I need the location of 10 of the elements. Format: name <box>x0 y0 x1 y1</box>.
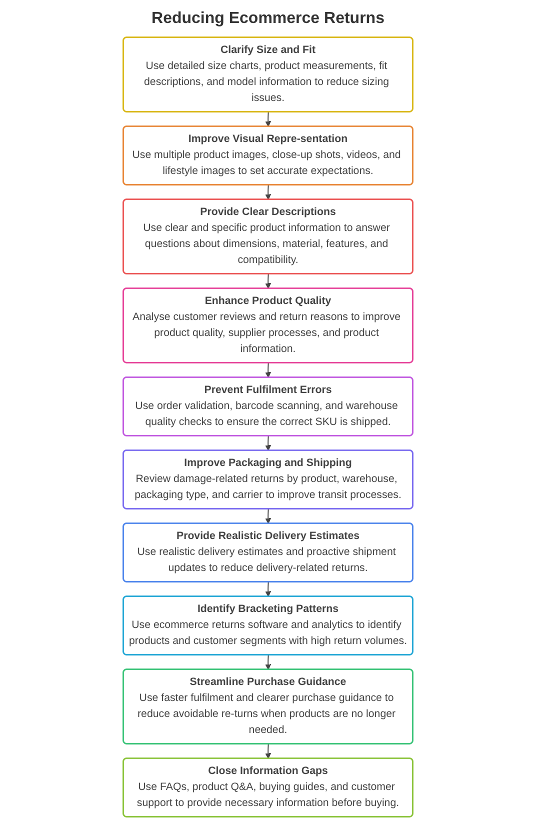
arrow <box>265 435 272 451</box>
arrow <box>265 654 272 670</box>
arrow <box>265 362 272 378</box>
diagram-title: Reducing Ecommerce Returns <box>150 10 386 28</box>
arrow <box>265 112 272 127</box>
arrow <box>265 508 272 524</box>
arrow <box>265 273 272 289</box>
arrow <box>265 744 272 759</box>
arrow <box>265 184 272 200</box>
arrow <box>265 582 272 597</box>
